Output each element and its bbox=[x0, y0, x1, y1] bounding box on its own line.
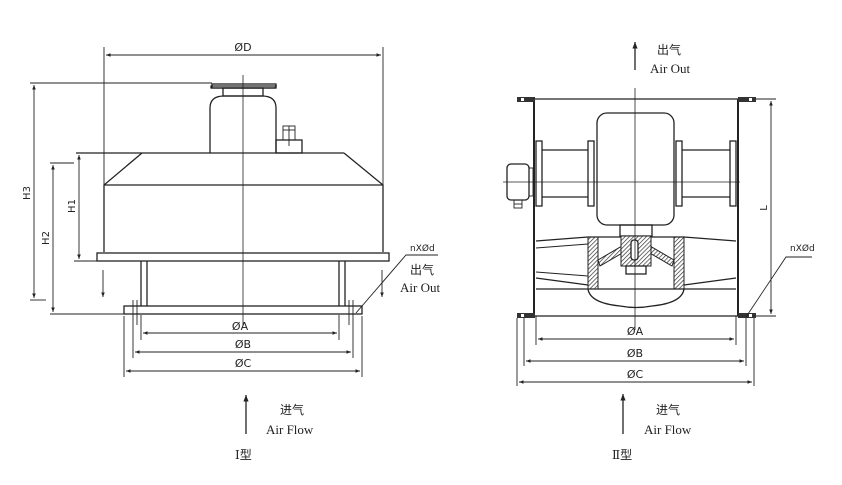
type-ii-drawing: 出气 Air Out bbox=[503, 42, 815, 462]
impeller bbox=[535, 235, 737, 309]
supports bbox=[140, 261, 346, 306]
holes-leader: nXØd bbox=[355, 243, 438, 314]
dim-h1: H1 bbox=[67, 155, 97, 262]
dim-a-ii: ØA bbox=[535, 316, 737, 345]
type-i-drawing: ØD bbox=[22, 41, 440, 462]
dim-h3-label: H3 bbox=[22, 186, 33, 200]
dim-c-ii: ØC bbox=[516, 318, 755, 386]
dim-a: ØA bbox=[140, 315, 340, 340]
motor-supports bbox=[503, 140, 740, 207]
holes-label: nXØd bbox=[410, 243, 435, 254]
dim-h1-label: H1 bbox=[67, 199, 78, 213]
hood bbox=[76, 152, 390, 262]
dim-c: ØC bbox=[123, 316, 363, 377]
junction-box-ii bbox=[506, 163, 534, 209]
dim-od: ØD bbox=[103, 41, 384, 185]
holes-label-ii: nXØd bbox=[790, 243, 815, 254]
air-in-cn-ii: 进气 bbox=[656, 402, 680, 417]
air-in-cn: 进气 bbox=[280, 402, 304, 417]
dim-l: L bbox=[756, 98, 776, 317]
dim-h2-label: H2 bbox=[41, 231, 52, 245]
air-out-cn: 出气 bbox=[410, 262, 434, 277]
dim-b-ii: ØB bbox=[523, 318, 747, 366]
dim-od-label: ØD bbox=[234, 41, 251, 54]
dim-b-ii-label: ØB bbox=[627, 347, 643, 360]
dim-h2: H2 bbox=[41, 162, 124, 315]
holes-leader-ii bbox=[745, 256, 812, 318]
air-in-en: Air Flow bbox=[266, 422, 314, 437]
casing bbox=[517, 97, 756, 318]
dim-b: ØB bbox=[132, 325, 354, 358]
type-i-caption: I型 bbox=[235, 448, 252, 462]
dim-a-label: ØA bbox=[232, 320, 249, 333]
dim-c-ii-label: ØC bbox=[627, 368, 644, 381]
motor-ii bbox=[596, 112, 675, 226]
air-out-en: Air Out bbox=[400, 280, 440, 295]
dim-a-ii-label: ØA bbox=[627, 325, 644, 338]
junction-box bbox=[275, 125, 303, 154]
dim-c-label: ØC bbox=[235, 357, 252, 370]
air-out-cn-ii: 出气 bbox=[657, 42, 681, 57]
dim-l-label: L bbox=[759, 205, 770, 211]
type-ii-caption: Ⅱ型 bbox=[612, 448, 632, 462]
dim-b-label: ØB bbox=[235, 338, 251, 351]
air-in-en-ii: Air Flow bbox=[644, 422, 692, 437]
air-out-en-ii: Air Out bbox=[650, 61, 690, 76]
dim-h3: H3 bbox=[22, 82, 212, 301]
